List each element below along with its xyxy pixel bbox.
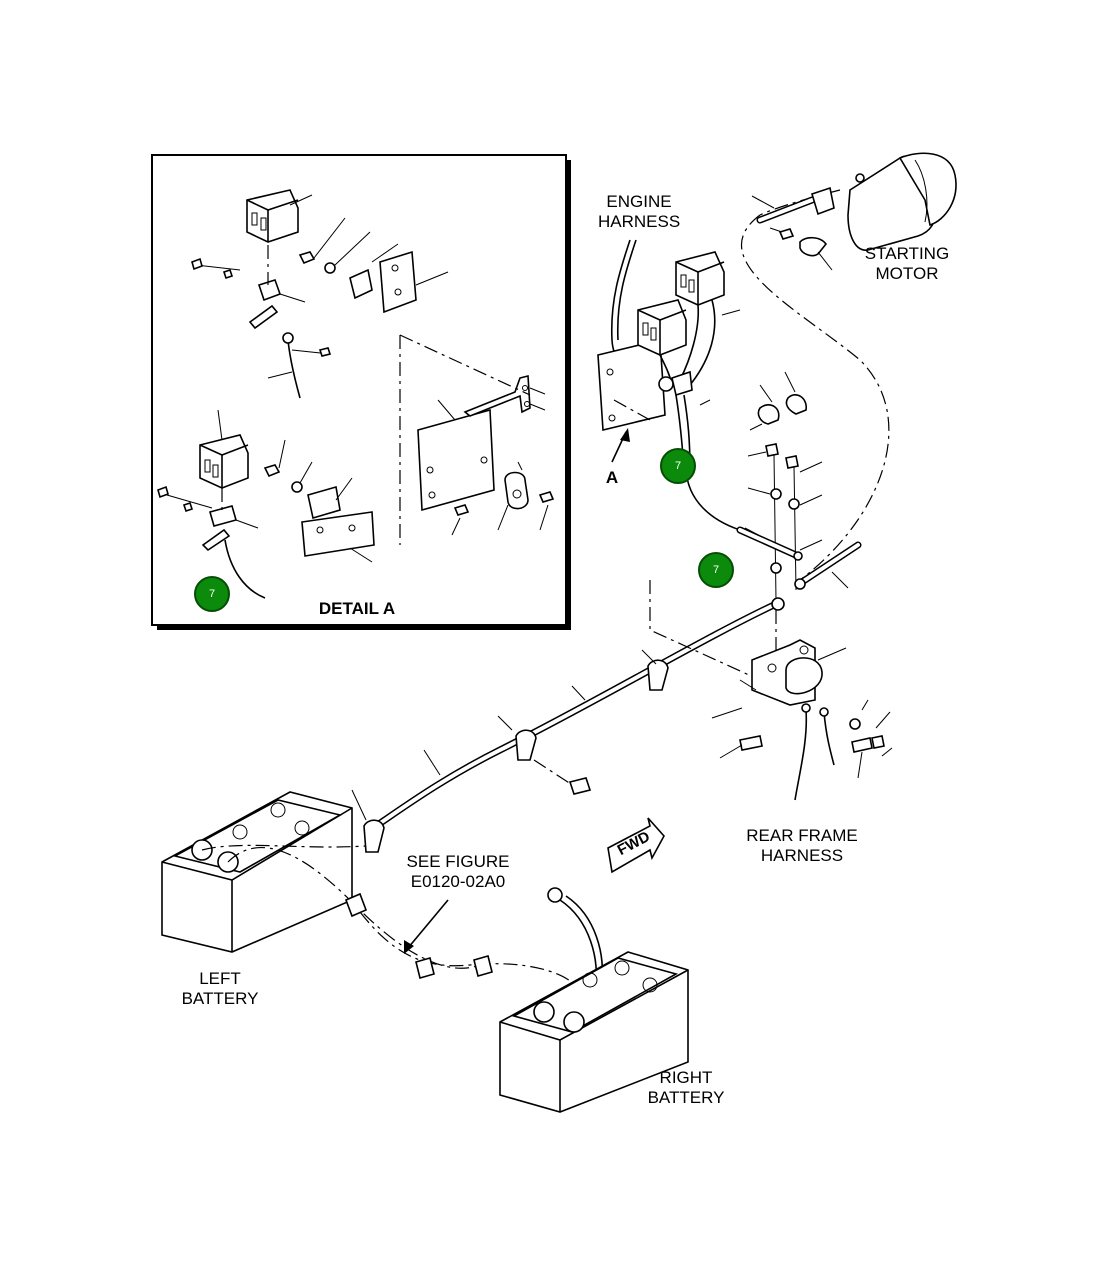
view-a-arrow [611,428,630,463]
view-a-label: A [605,468,619,487]
main-cable [351,597,785,853]
detail-upper-hardware [191,217,449,399]
right-battery [499,951,689,1113]
detail-lower-relay [157,409,375,599]
terminal-boots [744,371,823,601]
starter-cable [741,186,890,581]
left-battery-label: LEFT BATTERY [181,969,259,1008]
fwd-arrow [607,817,665,874]
detail-plate [399,334,555,545]
starting-motor-label: STARTING MOTOR [864,244,950,283]
detail-a-frame [151,154,571,630]
detail-upper-relay [246,189,313,243]
rear-frame-harness-label: REAR FRAME HARNESS [746,826,858,865]
engine-harness-assembly [597,239,741,471]
left-battery [161,791,481,969]
callout-badge[interactable]: 7 [660,448,696,484]
callout-badge[interactable]: 7 [698,552,734,588]
engine-harness-label: ENGINE HARNESS [598,192,681,231]
see-figure-label: SEE FIGURE E0120-02A0 [406,852,510,891]
detail-a-label: DETAIL A [318,599,396,618]
rear-frame-solenoid [649,580,893,801]
starting-motor [769,152,957,271]
battery-cable [359,887,604,991]
right-battery-label: RIGHT BATTERY [647,1068,725,1107]
callout-badge[interactable]: 7 [194,576,230,612]
